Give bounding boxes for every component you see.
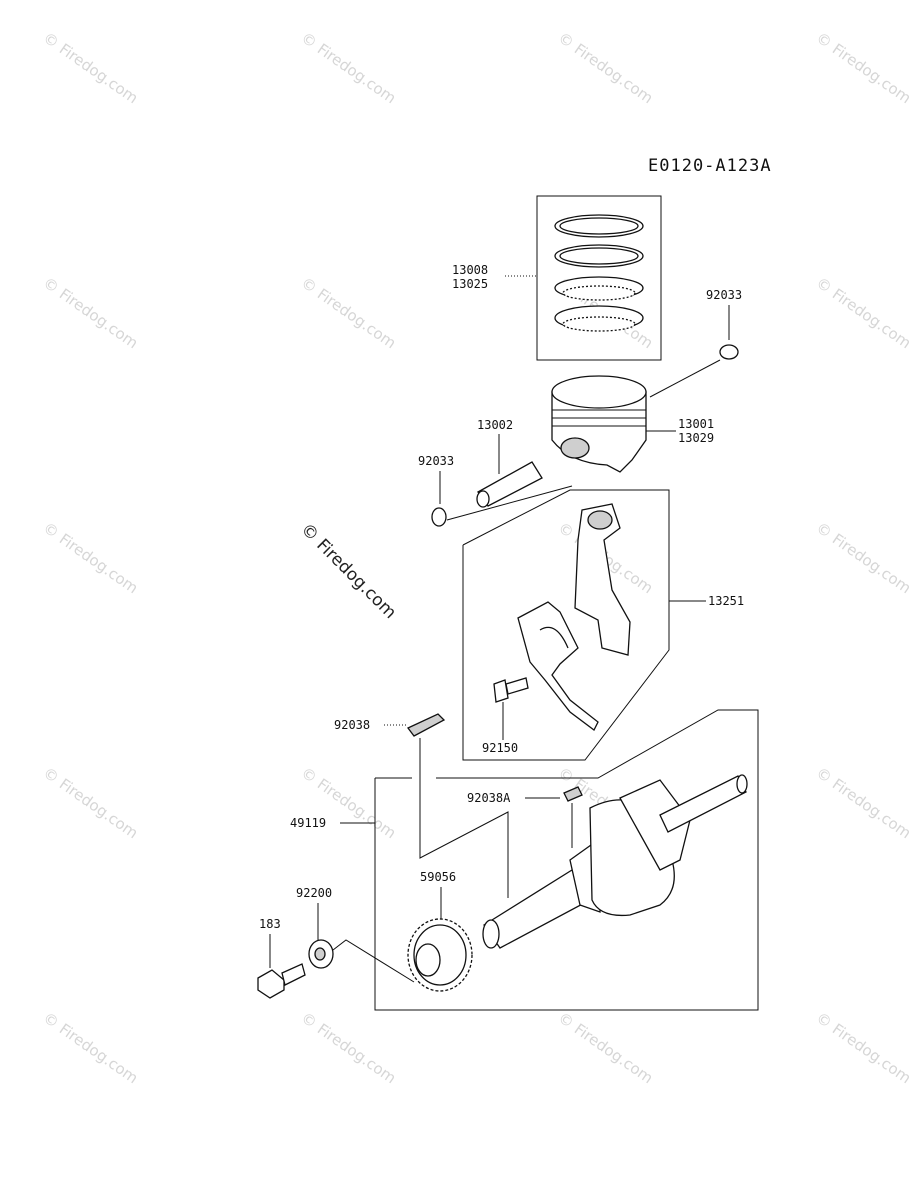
watermark: © Firedog.com (40, 764, 142, 843)
part-label-13001[interactable]: 13001 (678, 417, 714, 431)
watermark: © Firedog.com (40, 274, 142, 353)
leader-line (649, 359, 721, 398)
leader-line (419, 738, 509, 898)
part-label-92033-left[interactable]: 92033 (418, 454, 454, 468)
watermark-grid: © Firedog.com © Firedog.com © Firedog.co… (40, 29, 915, 1088)
watermark: © Firedog.com (40, 1009, 142, 1088)
watermark: © Firedog.com (40, 519, 142, 598)
part-label-92038[interactable]: 92038 (334, 718, 370, 732)
part-label-13025[interactable]: 13025 (452, 277, 488, 291)
part-label-13029[interactable]: 13029 (678, 431, 714, 445)
part-label-92200[interactable]: 92200 (296, 886, 332, 900)
part-label-13008[interactable]: 13008 (452, 263, 488, 277)
gear[interactable] (407, 918, 473, 992)
part-label-92033-right[interactable]: 92033 (706, 288, 742, 302)
crankshaft-box (374, 709, 759, 1011)
watermark: © Firedog.com (813, 519, 915, 598)
part-label-13002[interactable]: 13002 (477, 418, 513, 432)
part-label-59056[interactable]: 59056 (420, 870, 456, 884)
watermark: © Firedog.com (298, 764, 400, 843)
watermark: © Firedog.com (813, 29, 915, 108)
watermark: © Firedog.com (813, 1009, 915, 1088)
bolt[interactable] (257, 963, 306, 999)
part-label-183[interactable]: 183 (259, 917, 281, 931)
leader-line (446, 485, 573, 521)
crankshaft[interactable] (482, 774, 748, 949)
part-label-92038a[interactable]: 92038A (467, 791, 511, 805)
watermark: © Firedog.com (555, 1009, 657, 1088)
piston-ring-box (536, 195, 662, 361)
connecting-rod[interactable] (517, 503, 631, 731)
connecting-rod-box (462, 489, 670, 761)
diagram-code: E0120-A123A (648, 156, 772, 176)
watermark: © Firedog.com (813, 274, 915, 353)
watermark: © Firedog.com (555, 29, 657, 108)
washer[interactable] (308, 939, 334, 969)
watermark: © Firedog.com (40, 29, 142, 108)
part-label-13251[interactable]: 13251 (708, 594, 744, 608)
part-label-49119[interactable]: 49119 (290, 816, 326, 830)
snap-ring-left[interactable] (431, 507, 447, 527)
crank-key[interactable] (563, 786, 583, 802)
leader-line (332, 939, 415, 983)
watermark: © Firedog.com (298, 29, 400, 108)
key-part[interactable] (406, 713, 446, 737)
rod-bolt[interactable] (493, 677, 529, 703)
piston-pin[interactable] (476, 461, 543, 508)
snap-ring-right[interactable] (719, 344, 739, 360)
watermark: © Firedog.com (298, 274, 400, 353)
part-label-92150[interactable]: 92150 (482, 741, 518, 755)
watermark: © Firedog.com (813, 764, 915, 843)
piston[interactable] (551, 375, 647, 473)
main-watermark: © Firedog.com (296, 519, 400, 623)
piston-rings[interactable] (554, 214, 644, 332)
watermark: © Firedog.com (298, 1009, 400, 1088)
